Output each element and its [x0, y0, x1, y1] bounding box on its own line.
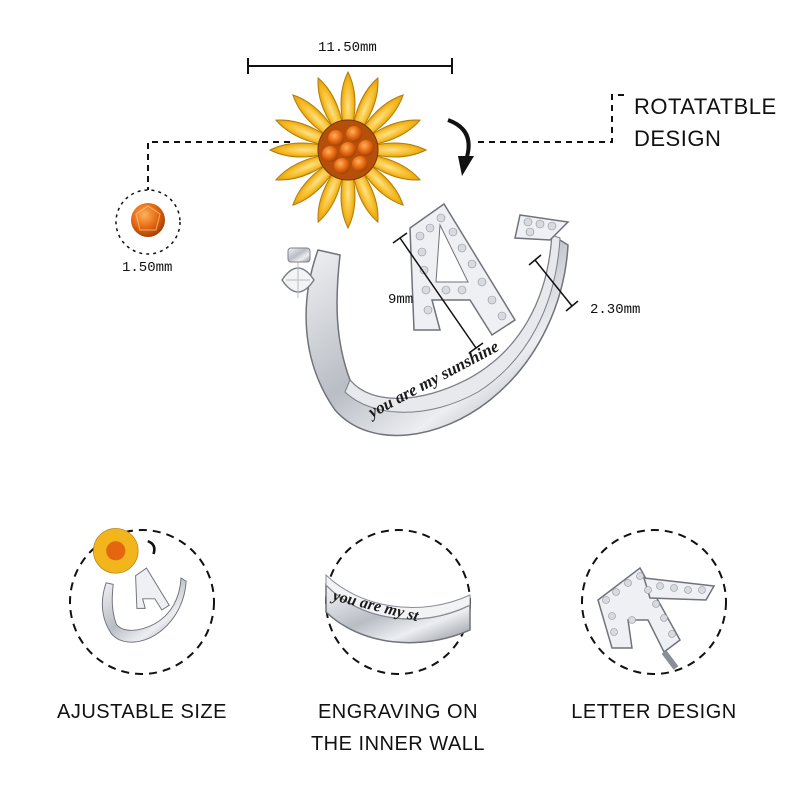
letter-height-label: 9mm: [388, 292, 414, 308]
stone-dimension-label: 1.50mm: [122, 260, 173, 276]
feature-caption-adjustable: AJUSTABLE SIZE: [56, 701, 227, 723]
loose-stone: [131, 203, 165, 237]
sunflower-charm: [268, 70, 428, 230]
band-width-dimension: [528, 254, 579, 312]
engraving-detail: you are my st: [325, 573, 471, 644]
feature-caption-engraving-line2: THE INNER WALL: [310, 733, 486, 755]
width-dimension-label: 11.50mm: [318, 40, 377, 56]
side-marquise-stone: [281, 247, 315, 298]
mini-ring-thumbnail: [93, 528, 187, 643]
rotate-arrow-icon: [447, 118, 471, 161]
letter-height-dimension: [392, 232, 484, 354]
rotate-leader-line: [478, 94, 628, 143]
band-width-label: 2.30mm: [590, 302, 641, 318]
feature-caption-letter: LETTER DESIGN: [571, 701, 737, 723]
letter-design-frame: [581, 529, 727, 675]
letter-a-detail: [597, 566, 716, 670]
ring-band: [305, 233, 569, 437]
adjustable-size-frame: [69, 529, 215, 675]
stone-detail-ring: [115, 189, 181, 255]
rotatable-design-line2: DESIGN: [634, 126, 722, 151]
rotatable-design-line1: ROTATATBLE: [634, 94, 777, 119]
letter-a-charm: [409, 202, 570, 337]
width-dimension-line: [247, 58, 453, 74]
stone-leader-line: [147, 141, 290, 190]
feature-caption-engraving-line1: ENGRAVING ON: [317, 701, 479, 723]
